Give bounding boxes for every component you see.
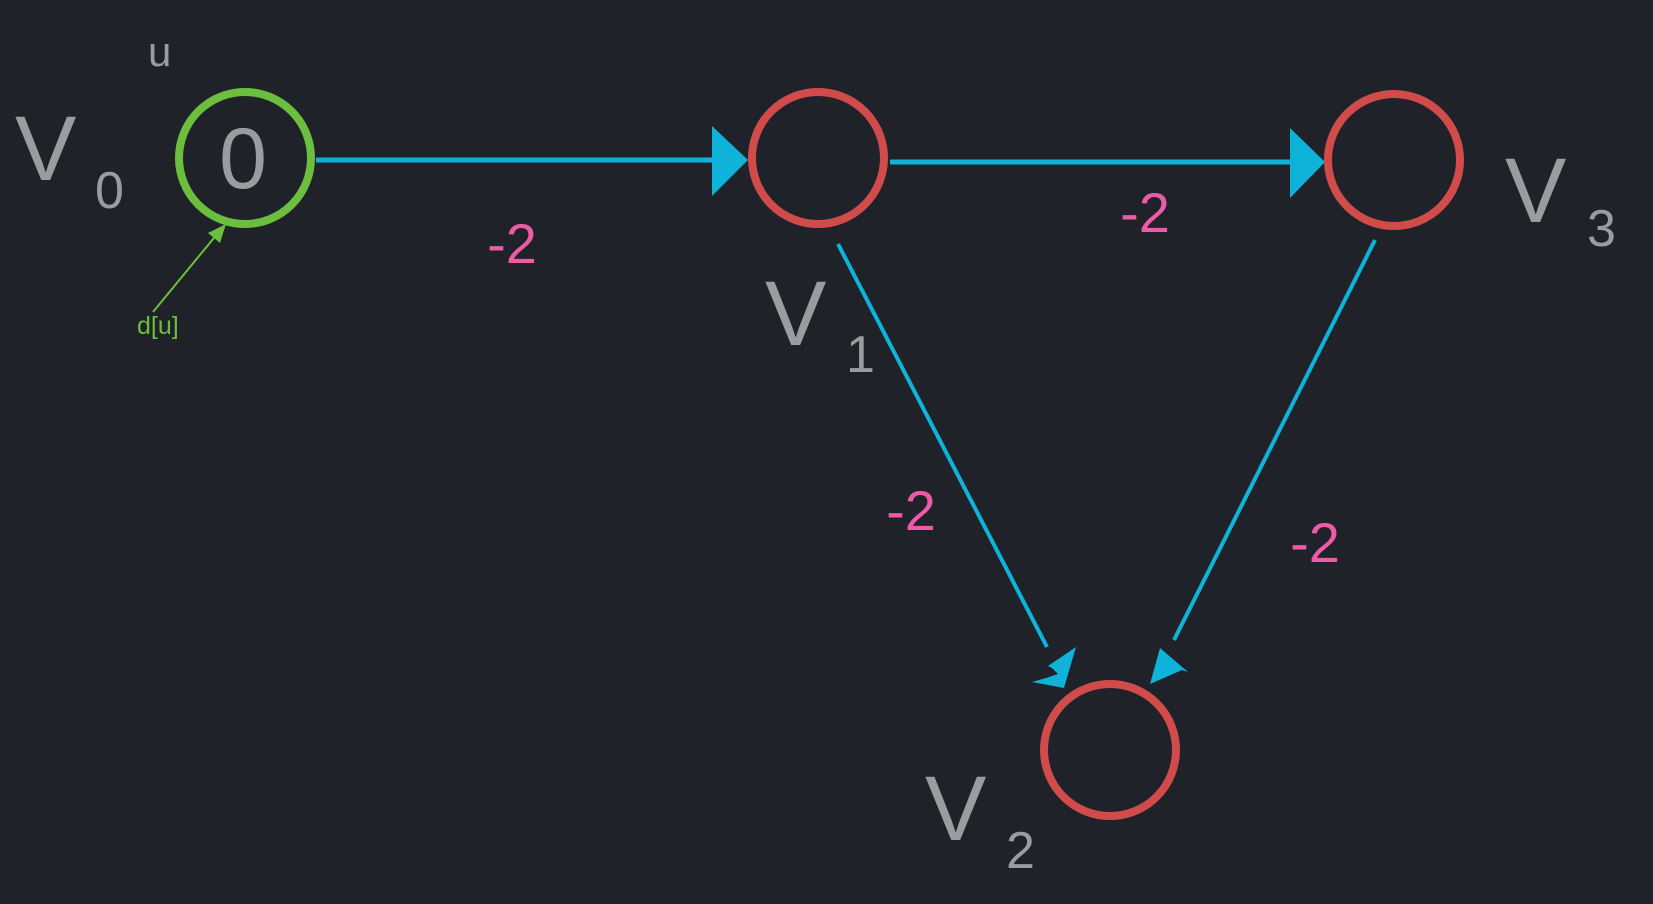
weight-v3-v2: -2	[1290, 511, 1340, 574]
distance-label: d[u]	[137, 312, 179, 340]
node-v2	[1040, 680, 1180, 820]
label-v2-letter: V	[925, 758, 986, 860]
nodes: 0	[175, 88, 1464, 820]
weight-v0-v1: -2	[487, 212, 537, 275]
label-v3-subscript: 3	[1587, 200, 1616, 258]
label-v0-letter: V	[15, 98, 76, 200]
edge-v1-v3-arrowhead	[1290, 128, 1325, 198]
distance-pointer-arrowhead	[208, 224, 226, 243]
edge-v3-v2-arrowhead	[1150, 648, 1188, 684]
label-v0-subscript: 0	[95, 162, 124, 220]
label-v1-subscript: 1	[846, 326, 875, 384]
u-label: u	[148, 28, 171, 75]
edge-v0-v1-arrowhead	[712, 126, 748, 196]
edge-v1-v2	[836, 243, 1049, 648]
edge-v1-v2-arrowhead	[1032, 647, 1076, 688]
node-v0-value: 0	[219, 111, 267, 207]
weight-v1-v2: -2	[886, 479, 936, 542]
node-labels: V 0 V 1 V 2 V 3	[15, 98, 1616, 880]
label-v1-letter: V	[765, 263, 826, 365]
edges	[316, 126, 1377, 688]
annotations: u d[u]	[137, 28, 226, 340]
edge-v3-v2	[1172, 239, 1377, 641]
node-v0	[175, 88, 315, 228]
label-v2-subscript: 2	[1006, 822, 1035, 880]
edge-weights: -2 -2 -2 -2	[487, 181, 1340, 574]
node-v1	[748, 88, 888, 228]
label-v3-letter: V	[1505, 140, 1566, 242]
node-v3	[1324, 90, 1464, 230]
weight-v1-v3: -2	[1120, 181, 1170, 244]
distance-pointer-arrow	[152, 232, 219, 313]
